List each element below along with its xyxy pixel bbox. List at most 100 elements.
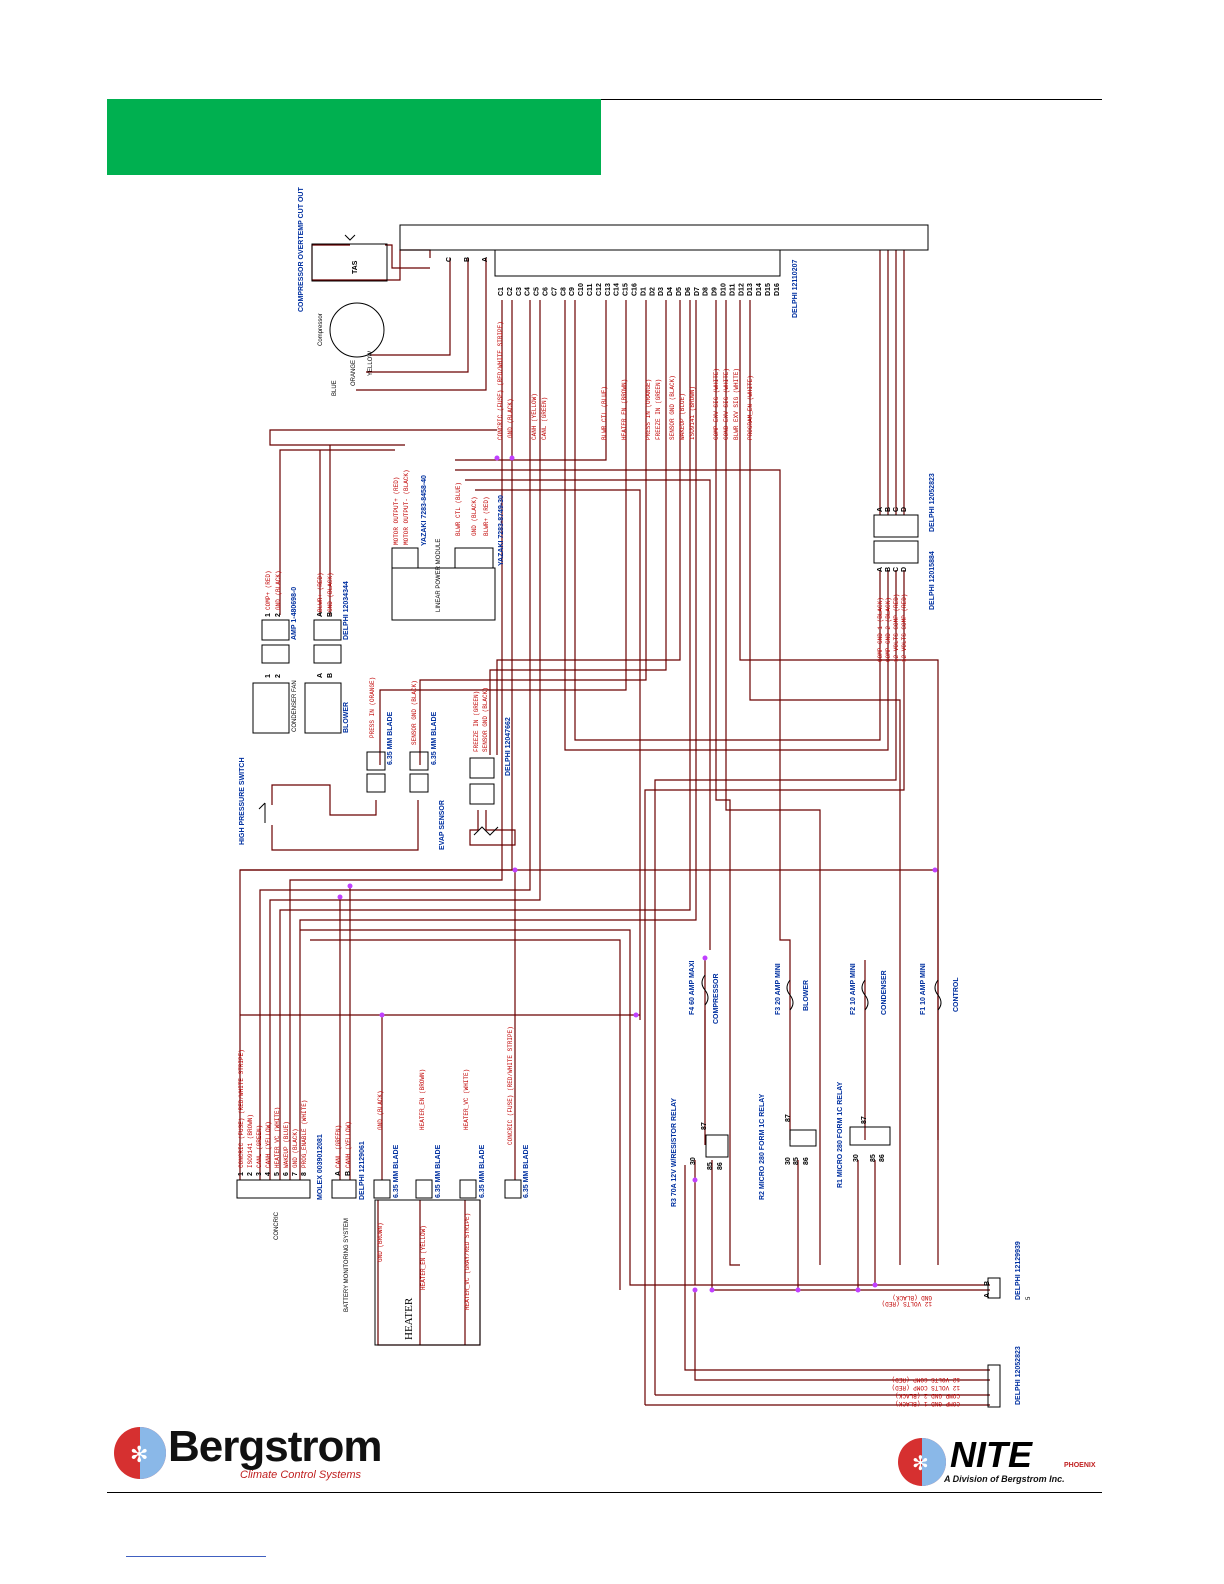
r2-pin-86: 86 (803, 1157, 810, 1165)
blower-mate-pin-a: A (317, 673, 324, 678)
blower-pin-b: B (327, 612, 334, 617)
terminal-a: A (482, 257, 489, 262)
bms-wire-1: CANL (GREEN) (335, 1125, 342, 1168)
relay-r3 (705, 1134, 729, 1158)
fuse-f4-label: F4 60 AMP MAXI (689, 960, 696, 1015)
fuse-f2-label: F2 10 AMP MINI (850, 963, 857, 1015)
main-pin-c1: C1 (498, 287, 505, 296)
blower-pin-a: A (317, 612, 324, 617)
blade-bottom-wire-3: HEATER_VC (GRAY/RED STRIPE) (464, 1213, 471, 1310)
delphi-bms-label: DELPHI 12129061 (359, 1141, 366, 1200)
yazaki-top-label: YAZAKI 7283-8458-40 (421, 475, 428, 546)
molex-wire-4: CANH (YELLOW) (265, 1121, 272, 1168)
molex-pin-4: 4 (265, 1172, 272, 1176)
main-connector-delphi-12110207 (494, 249, 781, 277)
fuse-f2-load: CONDENSER (881, 970, 888, 1015)
r1-pin-86: 86 (879, 1154, 886, 1162)
bms-pin-a: A (335, 1171, 342, 1176)
molex-pin-7: 7 (292, 1172, 299, 1176)
r3-pin-86: 86 (717, 1162, 724, 1170)
r2-pin-30: 30 (785, 1157, 792, 1165)
sensor-wire-label: SENSOR GND (BLACK) (411, 680, 418, 745)
main-pin-d13: D13 (747, 283, 754, 296)
fuse-f4-load: COMPRESSOR (713, 973, 720, 1024)
blade-label-3: 6.35 MM BLADE (479, 1144, 486, 1198)
r3-pin-85: 85 (707, 1162, 714, 1170)
main-wire-labels: CONCRIC (FUSE) (RED/WHITE STRIPE) GND (B… (497, 321, 754, 440)
header-rule (601, 99, 1102, 100)
main-pin-c5: C5 (534, 287, 541, 296)
tas-switch-icon (344, 234, 356, 241)
relay-r2-label: R2 MICRO 280 FORM 1C RELAY (759, 1093, 766, 1200)
sensor-blade (409, 751, 429, 771)
yazaki-bottom-wire-3: BLWR+ (RED) (483, 496, 490, 536)
right-wire-3: 12 VOLTS COMP (RED) (893, 594, 900, 662)
wire-gnd-label: GND (BLACK) (507, 398, 514, 438)
main-pin-d2: D2 (649, 287, 656, 296)
molex-wire-8: PROG_ENABLE (WHITE) (301, 1100, 308, 1168)
fuse-f1-load: CONTROL (953, 977, 960, 1012)
blade-top-wire-1: GND (BLACK) (377, 1090, 384, 1130)
nite-sub: PHOENIX (1064, 1462, 1096, 1469)
main-pin-d15: D15 (765, 283, 772, 296)
blower-wire-1: BLWR+ (RED) (317, 572, 324, 612)
concric-blade (504, 1179, 522, 1199)
main-pin-d5: D5 (676, 287, 683, 296)
linear-power-module (391, 567, 496, 621)
main-pin-c2: C2 (507, 287, 514, 296)
nite-wordmark: NITE (950, 1434, 1033, 1475)
amp-pin-2: 2 (275, 613, 282, 617)
delphi-power-label: DELPHI 12129939 (1015, 1241, 1022, 1300)
wire-wakeup-label: WAKEUP (BLUE) (679, 393, 686, 440)
fuse-f2-icon (861, 979, 869, 1011)
right-b-pin-c: C (893, 567, 900, 572)
fuse-f3-icon (786, 979, 794, 1011)
module-name: LINEAR POWER MODULE (436, 539, 442, 612)
fuse-f1-label: F1 10 AMP MINI (920, 963, 927, 1015)
evap-mate (469, 783, 495, 805)
bms-connector (331, 1179, 357, 1199)
bergstrom-logo: ✻ Bergstrom Climate Control Systems (112, 1422, 382, 1484)
compressor-overtemp-label: COMPRESSOR OVERTEMP CUT OUT (298, 187, 305, 312)
main-pin-c15: C15 (623, 283, 630, 296)
molex-pin-8: 8 (301, 1172, 308, 1176)
main-pin-d12: D12 (738, 283, 745, 296)
amp-connector (261, 619, 290, 641)
yazaki-bottom-wire-2: GND (BLACK) (471, 496, 478, 536)
main-pin-c9: C9 (569, 287, 576, 296)
molex-wire-3: CANL (GREEN) (256, 1125, 263, 1168)
main-pin-d14: D14 (756, 283, 763, 296)
fuse-f1-icon (934, 979, 942, 1011)
heater-en-blade (415, 1179, 433, 1199)
wire-layer (239, 244, 990, 1406)
wire-yellow-label: YELLOW (368, 351, 374, 376)
right-pin-a: A (877, 507, 884, 512)
comp-wire-1: 12 VOLTS COMP (RED) (892, 1376, 960, 1383)
main-pin-d4: D4 (667, 287, 674, 296)
yazaki-top-wire-2: MOTOR OUTPUT- (BLACK) (403, 469, 410, 545)
molex-pin-1: 1 (238, 1172, 245, 1176)
wire-blwr-ctl-label: BLWR CTL (BLUE) (601, 386, 608, 440)
wire-orange-label: ORANGE (351, 360, 357, 386)
main-pin-d7: D7 (694, 287, 701, 296)
main-pin-d16: D16 (774, 283, 781, 296)
power-wire-1: GND (BLACK) (892, 1294, 932, 1301)
delphi-right-a-label: DELPHI 12052823 (929, 473, 936, 532)
terminal-b: B (464, 257, 471, 262)
press-wire-label: PRESS IN (ORANGE) (369, 677, 376, 738)
r1-pin-85: 85 (870, 1154, 877, 1162)
delphi-evap-label: DELPHI 12047662 (505, 717, 512, 776)
right-b-pin-a: A (877, 567, 884, 572)
molex-wire-6: WAKEUP (BLUE) (283, 1121, 290, 1168)
blower-label: BLOWER (343, 702, 350, 733)
evap-sensor-label: EVAP SENSOR (439, 800, 446, 850)
molex-pin-5: 5 (274, 1172, 281, 1176)
main-pin-d3: D3 (658, 287, 665, 296)
yazaki-bottom-connector (454, 547, 494, 569)
compressor-label: Compressor (318, 313, 324, 346)
main-pin-c6: C6 (543, 287, 550, 296)
wire-canl-label: CANL (GREEN) (541, 397, 548, 440)
heater-label: HEATER (403, 1297, 415, 1340)
delphi-12052823-right (873, 514, 919, 538)
